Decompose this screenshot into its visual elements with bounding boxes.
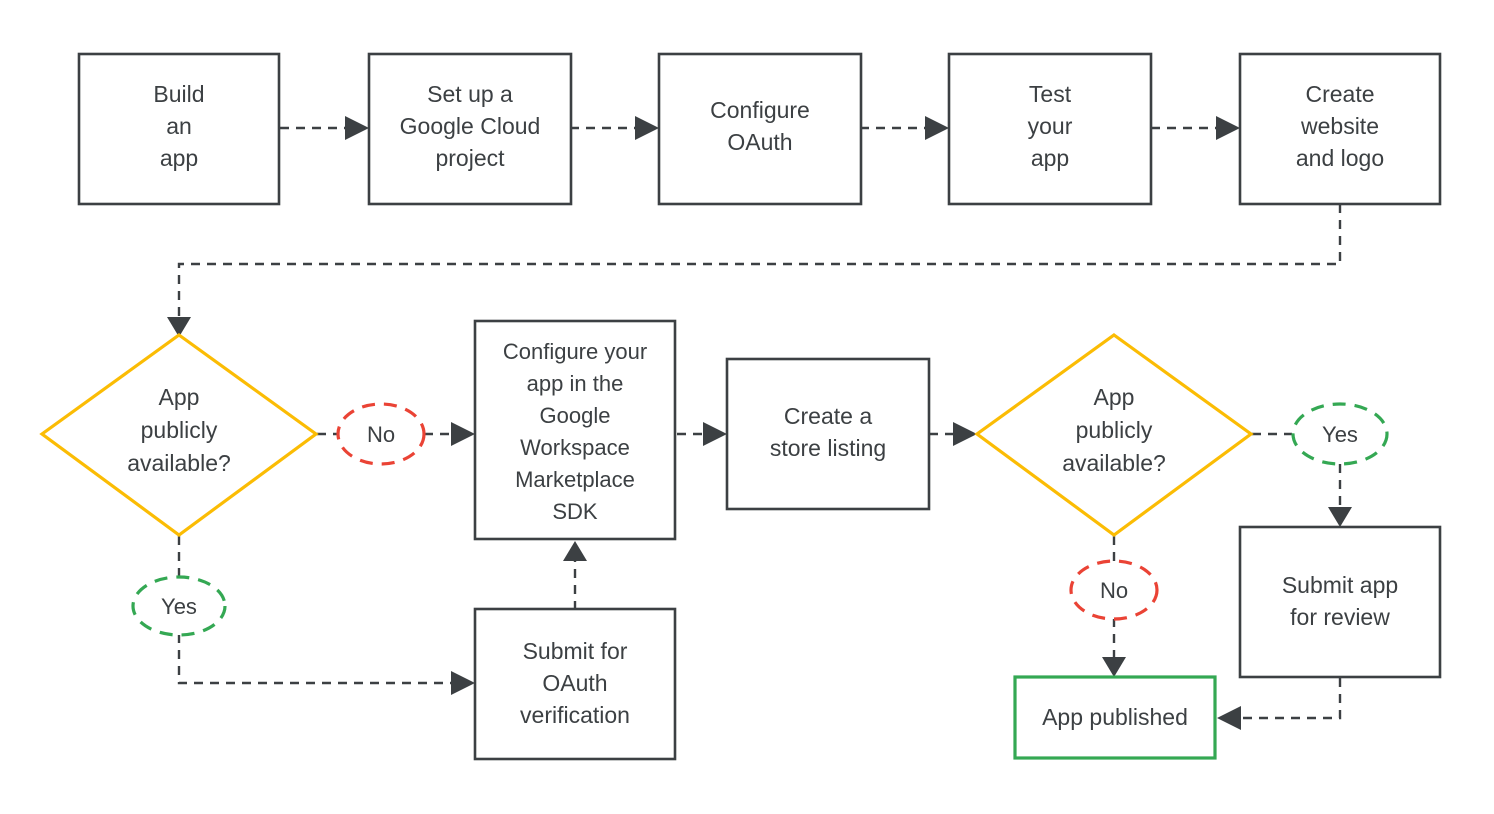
node-decision-left-line-1: publicly	[141, 417, 218, 443]
node-app-published[interactable]: App published	[1013, 675, 1217, 760]
edge-oauth-verification-to-sdk	[563, 541, 587, 610]
edge-gcp-to-oauth	[570, 116, 659, 140]
node-decision-left-line-2: available?	[127, 450, 231, 476]
node-gcp-project-line-0: Set up a	[427, 81, 513, 107]
node-decision-right-line-0: App	[1094, 384, 1135, 410]
node-configure-sdk-line-3: Workspace	[520, 435, 630, 460]
edge-build-to-gcp	[280, 116, 369, 140]
node-build-an-app-line-0: Build	[153, 81, 204, 107]
node-submit-for-review[interactable]: Submit app for review	[1238, 525, 1442, 679]
edge-decision-right-no	[1102, 536, 1126, 677]
node-decision-left[interactable]: App publicly available?	[39, 333, 319, 537]
node-oauth-verification-line-1: OAuth	[542, 670, 607, 696]
node-gcp-project[interactable]: Set up a Google Cloud project	[367, 52, 573, 206]
node-store-listing-line-0: Create a	[784, 403, 872, 429]
edge-label-right-no: No	[1069, 559, 1159, 621]
node-gcp-project-line-2: project	[435, 145, 505, 171]
node-configure-sdk-line-0: Configure your	[503, 339, 647, 364]
node-decision-right[interactable]: App publicly available?	[974, 333, 1254, 537]
edge-label-left-no-text: No	[367, 422, 395, 447]
edge-sdk-to-store-listing	[677, 422, 727, 446]
node-store-listing[interactable]: Create a store listing	[725, 357, 931, 511]
edge-store-listing-to-decision-right	[929, 422, 977, 446]
edge-test-to-website	[1151, 116, 1240, 140]
edge-oauth-to-test	[860, 116, 949, 140]
edge-decision-right-yes	[1252, 432, 1352, 527]
node-oauth-verification-line-0: Submit for	[523, 638, 628, 664]
node-app-published-line-0: App published	[1042, 704, 1188, 730]
node-submit-for-review-line-1: for review	[1290, 604, 1390, 630]
node-test-your-app-line-0: Test	[1029, 81, 1072, 107]
node-build-an-app-line-2: app	[160, 145, 198, 171]
node-build-an-app-line-1: an	[166, 113, 192, 139]
edge-decision-left-no	[317, 422, 475, 446]
node-decision-left-line-0: App	[159, 384, 200, 410]
node-oauth-verification[interactable]: Submit for OAuth verification	[473, 607, 677, 761]
node-oauth-verification-line-2: verification	[520, 702, 630, 728]
node-submit-for-review-line-0: Submit app	[1282, 572, 1398, 598]
edges-layer	[167, 116, 1352, 730]
node-website-and-logo[interactable]: Create website and logo	[1238, 52, 1442, 206]
edge-website-to-decision-left	[167, 204, 1342, 337]
node-configure-sdk-line-5: SDK	[552, 499, 598, 524]
edge-label-left-yes: Yes	[131, 575, 227, 637]
node-test-your-app[interactable]: Test your app	[947, 52, 1153, 206]
node-configure-sdk[interactable]: Configure your app in the Google Workspa…	[473, 319, 677, 541]
node-test-your-app-line-2: app	[1031, 145, 1069, 171]
node-decision-right-line-1: publicly	[1076, 417, 1153, 443]
node-gcp-project-line-1: Google Cloud	[400, 113, 541, 139]
node-configure-sdk-line-1: app in the	[527, 371, 624, 396]
node-website-and-logo-line-2: and logo	[1296, 145, 1384, 171]
node-configure-oauth-line-0: Configure	[710, 97, 810, 123]
node-build-an-app[interactable]: Build an app	[77, 52, 281, 206]
node-configure-oauth-line-1: OAuth	[727, 129, 792, 155]
node-configure-sdk-line-4: Marketplace	[515, 467, 635, 492]
edge-label-right-no-text: No	[1100, 578, 1128, 603]
node-website-and-logo-line-1: website	[1300, 113, 1379, 139]
edge-decision-left-yes	[177, 536, 475, 695]
node-website-and-logo-line-0: Create	[1305, 81, 1374, 107]
edge-label-left-yes-text: Yes	[161, 594, 197, 619]
node-store-listing-line-1: store listing	[770, 435, 886, 461]
node-test-your-app-line-1: your	[1028, 113, 1073, 139]
edge-label-right-yes-text: Yes	[1322, 422, 1358, 447]
node-configure-sdk-line-2: Google	[540, 403, 611, 428]
node-decision-right-line-2: available?	[1062, 450, 1166, 476]
edge-label-right-yes: Yes	[1291, 402, 1389, 466]
node-configure-oauth[interactable]: Configure OAuth	[657, 52, 863, 206]
edge-submit-review-to-app-published	[1217, 678, 1342, 730]
edge-label-left-no: No	[336, 402, 426, 466]
